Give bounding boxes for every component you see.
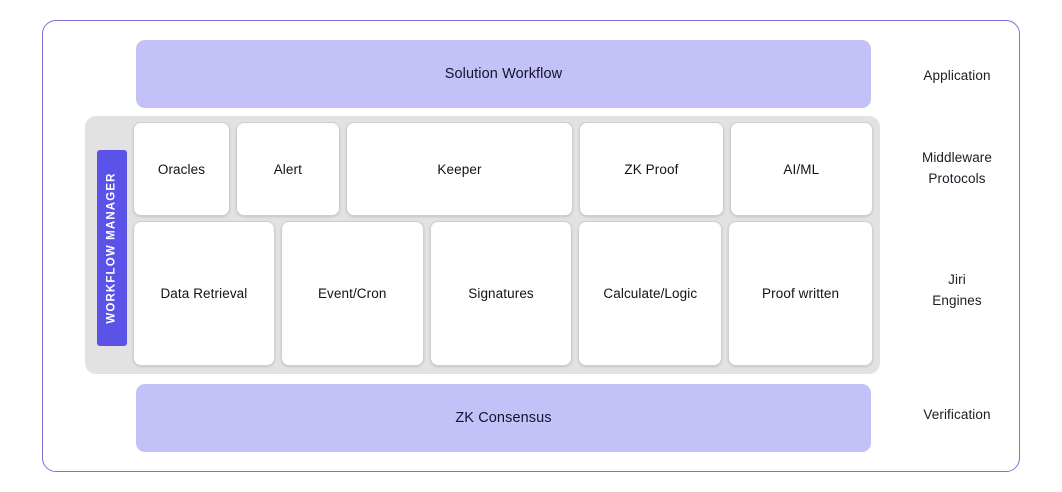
middleware-card-alert[interactable]: Alert xyxy=(235,122,340,216)
card-label: Signatures xyxy=(468,286,534,301)
engines-card-calculate-logic[interactable]: Calculate/Logic xyxy=(578,221,723,366)
card-label: AI/ML xyxy=(783,161,820,177)
middleware-card-ai-ml[interactable]: AI/ML xyxy=(729,122,873,216)
workflow-manager-label: WORKFLOW MANAGER xyxy=(106,172,118,324)
card-label: Event/Cron xyxy=(317,286,387,301)
outer-frame-border xyxy=(42,20,1020,472)
engines-card-signatures[interactable]: Signatures xyxy=(429,221,573,366)
side-label-jiri-engines: Jiri Engines xyxy=(882,270,1032,312)
verification-layer-bar[interactable]: ZK Consensus xyxy=(136,384,871,452)
engines-card-event-cron[interactable]: Event/Cron xyxy=(280,221,424,366)
zk-consensus-label: ZK Consensus xyxy=(455,410,552,426)
card-label: Proof written xyxy=(762,286,840,301)
side-label-application: Application xyxy=(923,68,991,83)
middleware-card-row: Oracles Alert Keeper ZK Proof AI/ML xyxy=(133,122,873,216)
solution-workflow-label: Solution Workflow xyxy=(444,66,563,82)
side-label-line: Middleware xyxy=(921,150,993,165)
middleware-card-zk-proof[interactable]: ZK Proof xyxy=(579,122,724,216)
side-label-line: Protocols xyxy=(928,170,986,186)
card-label: Oracles xyxy=(157,161,206,177)
side-label-line: Jiri xyxy=(948,272,966,287)
card-label: ZK Proof xyxy=(624,161,679,177)
card-label: Alert xyxy=(273,161,302,177)
side-label-verification: Verification xyxy=(923,407,991,422)
engines-card-row: Data Retrieval Event/Cron Signatures Cal… xyxy=(133,221,873,366)
middleware-card-oracles[interactable]: Oracles xyxy=(133,122,230,216)
workflow-manager-bar[interactable]: WORKFLOW MANAGER xyxy=(97,150,127,346)
card-label: Calculate/Logic xyxy=(603,286,698,301)
engines-card-data-retrieval[interactable]: Data Retrieval xyxy=(133,221,275,366)
application-layer-bar[interactable]: Solution Workflow xyxy=(136,40,871,108)
card-label: Data Retrieval xyxy=(160,286,248,301)
side-label-middleware-protocols: Middleware Protocols xyxy=(882,148,1032,190)
engines-card-proof-written[interactable]: Proof written xyxy=(728,221,873,366)
side-label-line: Engines xyxy=(932,292,982,308)
card-label: Keeper xyxy=(437,161,482,177)
middleware-card-keeper[interactable]: Keeper xyxy=(345,122,574,216)
